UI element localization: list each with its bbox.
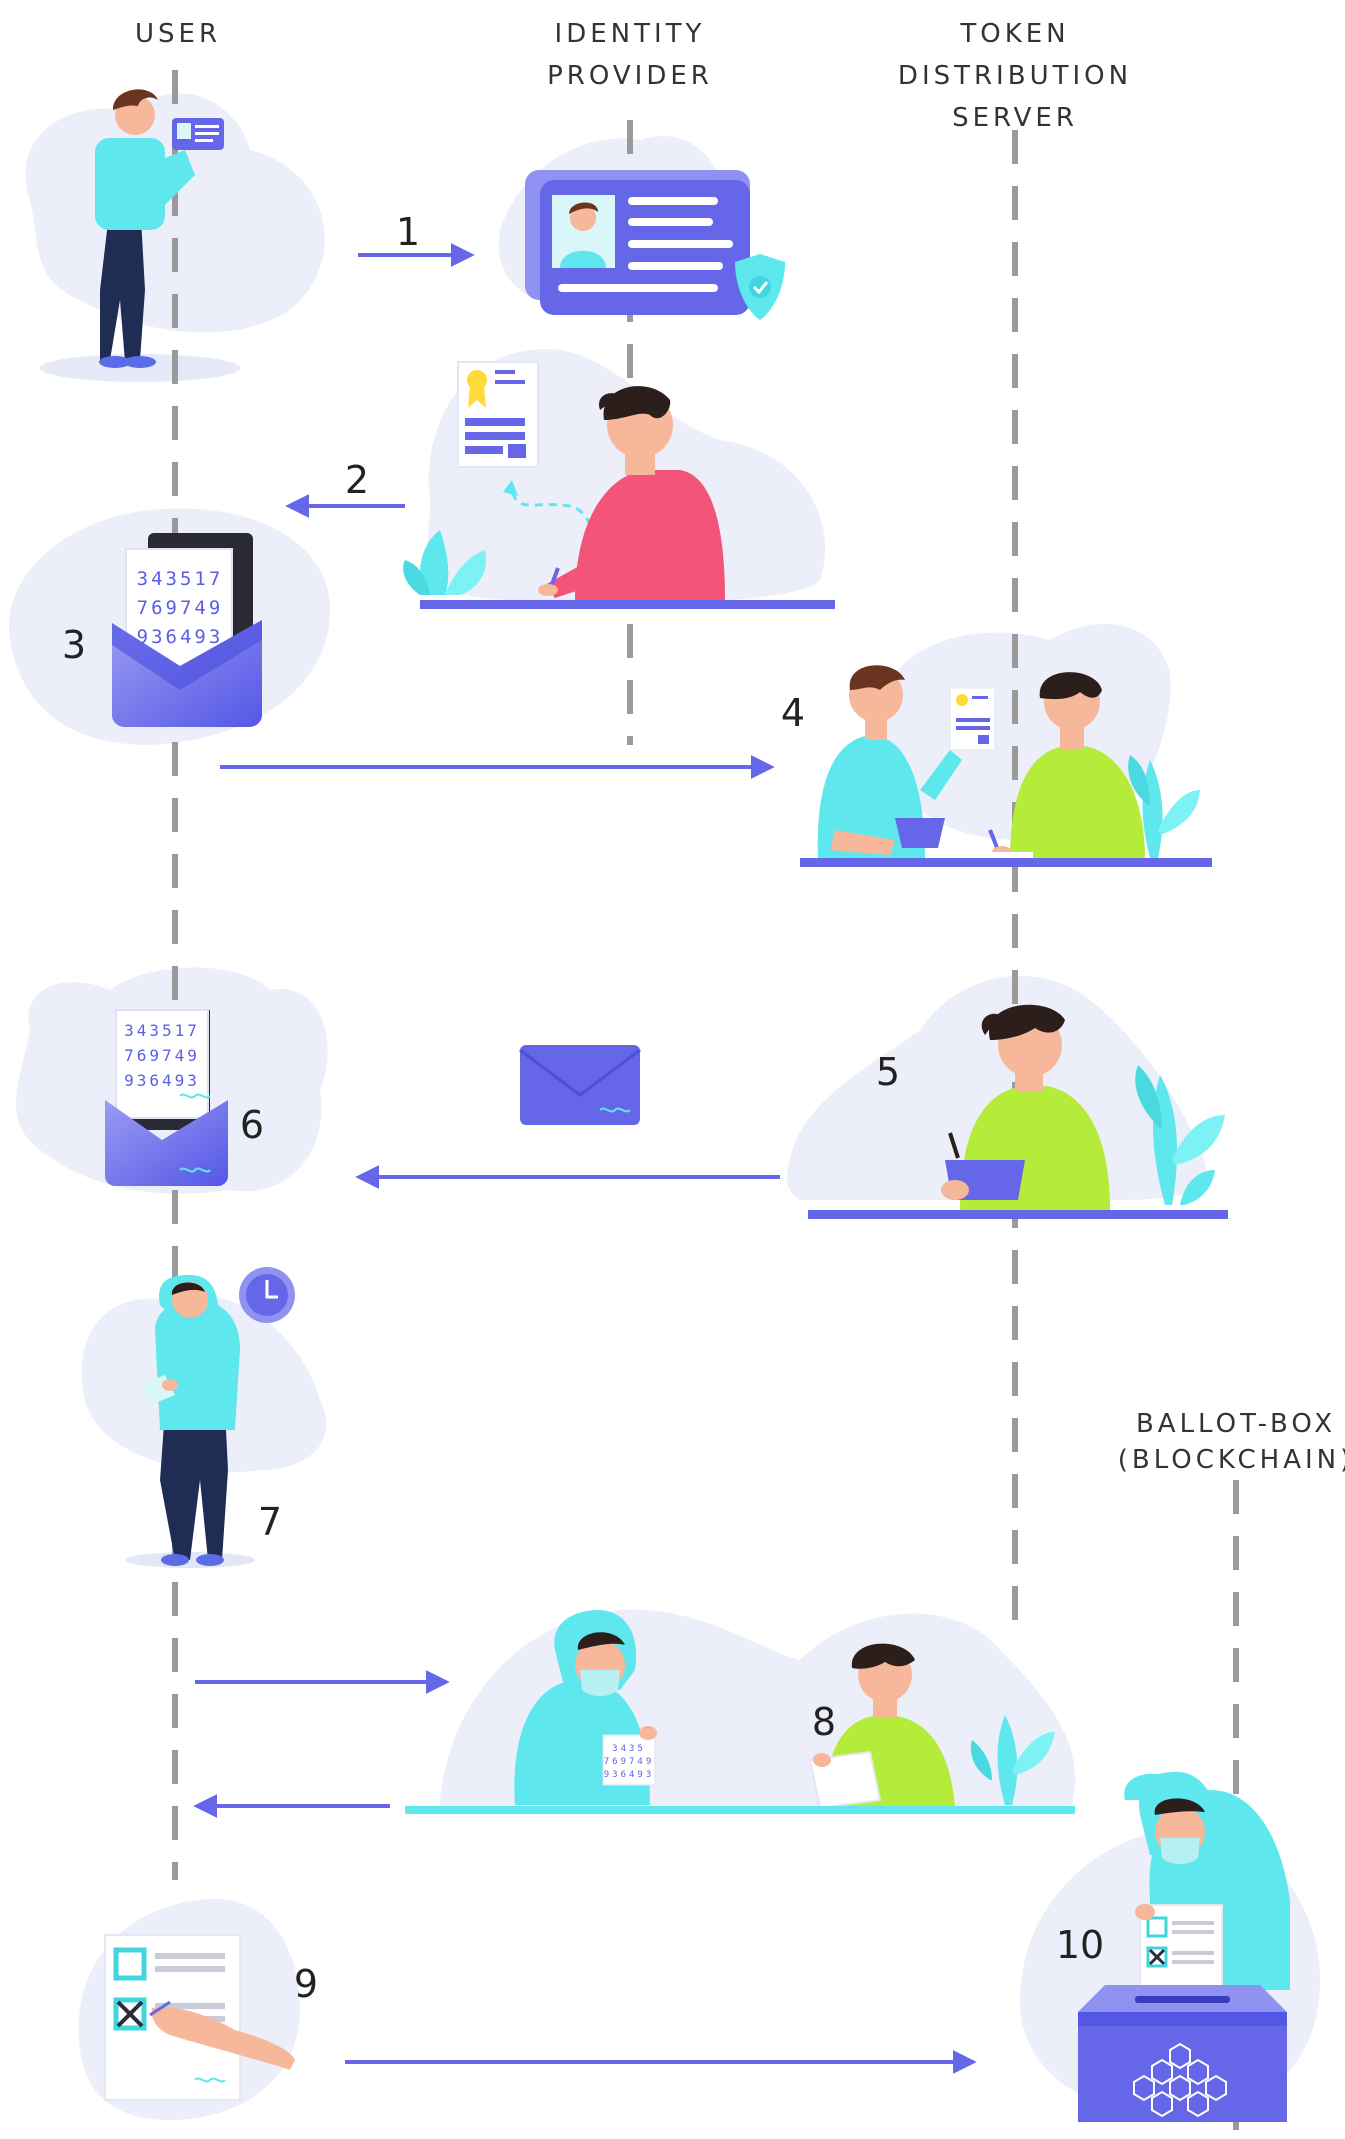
envelope-closed-icon bbox=[519, 1045, 641, 1125]
clock-icon bbox=[239, 1267, 295, 1323]
step-number-2: 2 bbox=[345, 458, 369, 502]
person-server-clerk-icon bbox=[808, 1643, 955, 1810]
token6-line-2: 769749 bbox=[124, 1046, 200, 1065]
desk-4 bbox=[800, 858, 1212, 867]
blockchain-icon bbox=[1133, 2042, 1227, 2118]
lane-label-identity-2: PROVIDER bbox=[547, 61, 713, 91]
cup-icon bbox=[895, 818, 945, 848]
envelope-open-icon-6 bbox=[105, 1100, 228, 1186]
plant-icon-8 bbox=[970, 1715, 1055, 1805]
step-number-7: 7 bbox=[258, 1500, 282, 1544]
step-number-6: 6 bbox=[240, 1103, 264, 1147]
lane-label-token-2: DISTRIBUTION bbox=[898, 61, 1132, 91]
token-paper-6 bbox=[115, 1009, 209, 1119]
hand-with-pen-icon bbox=[151, 2007, 295, 2070]
scene-user-with-id bbox=[95, 89, 224, 368]
scene-token-verification bbox=[800, 665, 1212, 867]
step-number-8: 8 bbox=[812, 1700, 836, 1744]
lane-label-identity-1: IDENTITY bbox=[555, 19, 706, 49]
plant-icon bbox=[403, 530, 486, 595]
face-mask-icon-10 bbox=[1160, 1838, 1200, 1864]
plant-icon-4 bbox=[1128, 755, 1200, 858]
token6-line-1: 343517 bbox=[124, 1021, 200, 1040]
certificate-small-icon bbox=[949, 687, 996, 751]
person-officer-icon bbox=[538, 386, 725, 600]
scene-user-waiting bbox=[140, 1267, 295, 1566]
scene-ballot-box bbox=[1078, 1771, 1290, 2122]
step-numbers: 1 2 3 4 5 6 7 8 9 10 bbox=[62, 210, 1104, 2006]
arrows bbox=[193, 243, 977, 2074]
scene-identity-card bbox=[525, 170, 785, 320]
lane-label-ballot-1: BALLOT-BOX bbox=[1136, 1409, 1336, 1439]
step-number-1: 1 bbox=[396, 210, 420, 254]
token-slip: 3435 769749 936493 bbox=[602, 1726, 657, 1786]
lane-label-token-1: TOKEN bbox=[959, 19, 1069, 49]
slip-line-3: 936493 bbox=[604, 1770, 655, 1780]
token-code-line-2: 769749 bbox=[137, 597, 224, 619]
person-server-operator-icon bbox=[941, 1004, 1110, 1210]
plant-icon-5 bbox=[1135, 1065, 1225, 1205]
scene-identity-provider-signing bbox=[403, 361, 835, 609]
slip-line-1: 3435 bbox=[612, 1744, 646, 1754]
clipboard-icon bbox=[808, 1750, 882, 1810]
person-hooded-user-icon bbox=[140, 1275, 240, 1566]
token6-line-3: 936493 bbox=[124, 1071, 200, 1090]
face-mask-icon bbox=[580, 1670, 620, 1696]
scene-user-receives-envelope: 343517 769749 936493 bbox=[105, 1009, 228, 1186]
ballot-box-icon bbox=[1078, 1985, 1287, 2122]
scene-user-token-envelope: 343517 769749 936493 bbox=[112, 533, 262, 727]
desk-8 bbox=[405, 1806, 1075, 1814]
slip-line-2: 769749 bbox=[604, 1757, 655, 1767]
scene-user-filling-ballot bbox=[104, 1934, 295, 2101]
lane-label-token-3: SERVER bbox=[952, 103, 1078, 133]
step-number-10: 10 bbox=[1056, 1923, 1104, 1967]
id-card-small-icon bbox=[172, 118, 224, 150]
desk-5 bbox=[808, 1210, 1228, 1219]
lane-labels: USER IDENTITY PROVIDER TOKEN DISTRIBUTIO… bbox=[135, 19, 1345, 1475]
checkbox-checked-icon bbox=[113, 1997, 147, 2031]
person-user-standing-icon bbox=[95, 89, 195, 368]
lane-label-user: USER bbox=[135, 19, 221, 49]
lane-label-ballot-2: (BLOCKCHAIN) bbox=[1118, 1445, 1345, 1475]
scene-server-sending bbox=[519, 1004, 1228, 1219]
step-number-5: 5 bbox=[876, 1050, 900, 1094]
person-official-seated-icon bbox=[988, 672, 1145, 860]
token-code-line-3: 936493 bbox=[137, 626, 224, 648]
scene-token-exchange: 3435 769749 936493 bbox=[405, 1610, 1075, 1814]
desk-2 bbox=[420, 600, 835, 609]
step-number-9: 9 bbox=[294, 1962, 318, 2006]
checkbox-empty-icon bbox=[113, 1947, 147, 1981]
token-code-line-1: 343517 bbox=[137, 568, 224, 590]
step-number-3: 3 bbox=[62, 623, 86, 667]
step-number-4: 4 bbox=[781, 691, 805, 735]
certificate-icon bbox=[457, 361, 539, 468]
